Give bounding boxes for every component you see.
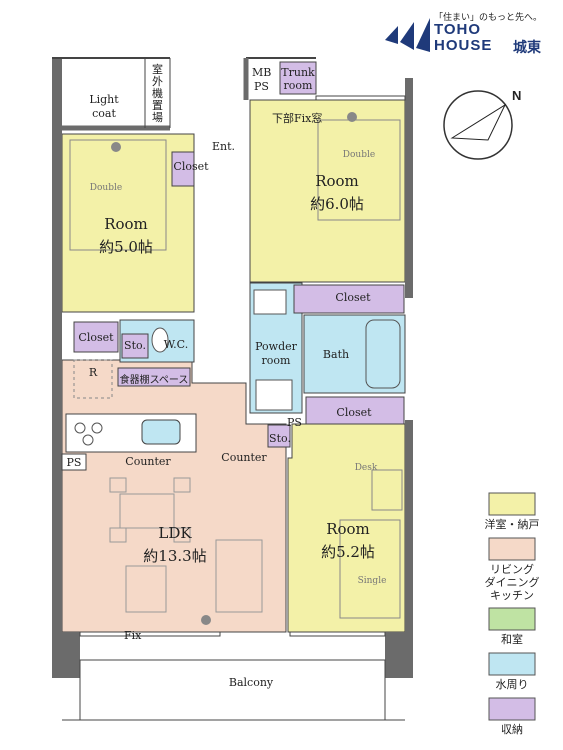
bed-west: [69, 139, 167, 251]
washer: [255, 379, 293, 411]
brand-name-line1: TOHO: [434, 21, 482, 38]
closet-entrance-fill: [171, 151, 195, 187]
wall-right: [405, 78, 413, 298]
wall-left: [52, 58, 62, 658]
counter-kitchen-label: Counter: [125, 455, 171, 468]
wall-right-lower: [405, 420, 413, 635]
brand-region: 城東: [513, 39, 541, 55]
room-east-fill: [249, 99, 406, 283]
legend-label-storage: 収納: [501, 724, 523, 736]
chair-4: [173, 527, 191, 543]
legend-label-water: 水周り: [495, 679, 529, 691]
chair-2: [173, 477, 191, 493]
ps-hall-label: PS: [287, 416, 302, 429]
bath-label: Bath: [322, 348, 350, 361]
lower-fix-window-label: 下部Fix窓: [272, 112, 323, 125]
room-south-size: 約5.2帖: [321, 543, 375, 561]
counter-hall-label: Counter: [221, 451, 267, 464]
ldk-name: LDK: [158, 524, 192, 542]
bathtub: [365, 319, 401, 389]
closet-south-fill: [305, 396, 405, 425]
balcony-label: Balcony: [228, 676, 274, 689]
legend-label-ldk: リビング ダイニング キッチン: [484, 564, 540, 602]
dining-table: [119, 493, 175, 529]
bed-east: [317, 119, 401, 221]
legend-swatch: [488, 607, 536, 631]
closet-west-fill: [73, 321, 119, 353]
closet-entrance-label: Closet: [173, 160, 209, 173]
ldk-size: 約13.3帖: [143, 547, 207, 565]
window-bottom-right: [289, 631, 386, 637]
room-south-name: Room: [326, 520, 370, 538]
powder-room-label: Powder room: [255, 340, 297, 367]
storage-hall-fill: [267, 424, 291, 448]
kitchen-sink: [141, 419, 181, 445]
fridge-space: [73, 359, 113, 399]
balcony-area: [79, 659, 386, 721]
toilet: [151, 327, 169, 353]
dish-shelf-fill: [117, 367, 191, 387]
brand-name-line2: HOUSE: [434, 37, 493, 54]
chair-1: [109, 477, 127, 493]
fridge-label: R: [88, 366, 98, 379]
room-west-size: 約5.0帖: [99, 238, 153, 256]
closet-south-label: Closet: [336, 406, 372, 419]
room-west-bed: Double: [89, 183, 123, 193]
room-south-desk: Desk: [354, 463, 378, 473]
chair-3: [109, 527, 127, 543]
entrance-label: Ent.: [212, 140, 236, 153]
stove-3: [82, 434, 94, 446]
light-coat-label: Light coat: [89, 93, 119, 120]
desk-south: [371, 469, 403, 511]
light-west: [111, 142, 121, 152]
stove-2: [91, 422, 103, 434]
outdoor-unit-label: 室外機置場: [152, 63, 163, 124]
trunk-room-fill: [279, 61, 317, 95]
closet-east-label: Closet: [335, 291, 371, 304]
ps-kitchen-label: PS: [66, 456, 82, 469]
bed-south: [339, 519, 401, 619]
storage-hall-label: Sto.: [269, 432, 291, 445]
mb-label: MB: [252, 66, 272, 79]
legend-label-japanese-room: 和室: [501, 634, 523, 646]
legend-swatch: [488, 537, 536, 561]
washbasin: [253, 289, 287, 315]
wall-bottom-right: [385, 632, 413, 678]
legend-label-western-room: 洋室・納戸: [484, 519, 540, 531]
closet-east-fill: [293, 284, 405, 314]
stove-1: [74, 422, 86, 434]
room-west-name: Room: [104, 215, 148, 233]
legend-swatch: [488, 492, 536, 516]
compass-north-label: N: [512, 88, 522, 103]
light-east: [347, 112, 357, 122]
dish-shelf-label: 食器棚スペース: [119, 375, 189, 386]
ps-top-label: PS: [254, 80, 269, 93]
counter-ps: [61, 453, 87, 471]
room-east-bed: Double: [342, 150, 376, 160]
light-ldk: [201, 615, 211, 625]
legend-swatch: [488, 652, 536, 676]
window-bottom: [79, 631, 221, 637]
trunk-room-label: Trunk room: [281, 66, 315, 92]
legend: [488, 492, 536, 721]
storage-wc-label: Sto.: [124, 339, 146, 352]
wall-bottom-left: [52, 632, 80, 678]
wc-label: W.C.: [163, 338, 189, 351]
brand-tagline: 「住まい」のもっと先へ。: [434, 12, 543, 22]
compass-icon: [443, 90, 513, 160]
sofa: [215, 539, 263, 613]
legend-swatch: [488, 697, 536, 721]
fix-window-label: Fix: [124, 629, 142, 642]
room-east-size: 約6.0帖: [310, 195, 364, 213]
window-top-east: [315, 95, 406, 101]
storage-wc-fill: [121, 333, 149, 359]
room-south-bed: Single: [357, 576, 387, 586]
room-east-name: Room: [315, 172, 359, 190]
coffee-table: [125, 565, 167, 613]
brand-logo-icon: [385, 18, 430, 52]
closet-west-label: Closet: [78, 331, 114, 344]
